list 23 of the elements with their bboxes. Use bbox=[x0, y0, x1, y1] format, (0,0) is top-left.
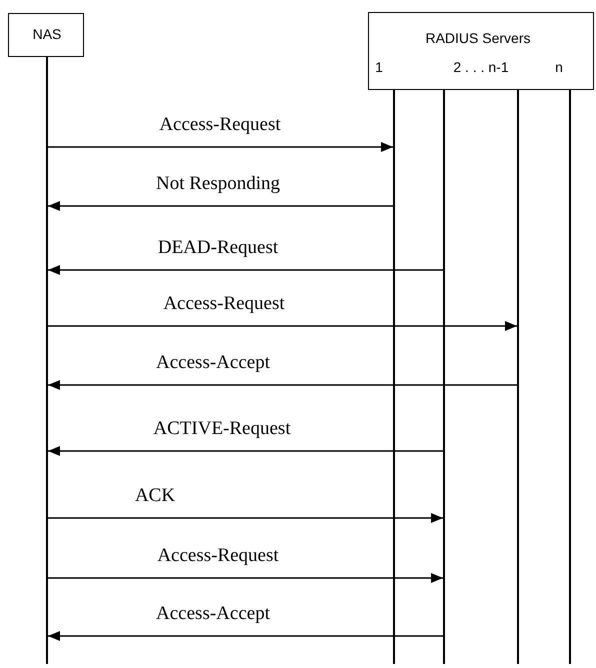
lifeline bbox=[46, 57, 48, 664]
message-arrow bbox=[48, 573, 443, 583]
message-arrow bbox=[48, 446, 443, 456]
message-arrow bbox=[48, 631, 443, 641]
message-arrow bbox=[48, 321, 517, 331]
server-index: 1 bbox=[375, 59, 383, 75]
message-arrow bbox=[48, 513, 443, 523]
participant-box bbox=[8, 13, 84, 57]
lifeline bbox=[569, 90, 571, 664]
message-arrow bbox=[48, 142, 393, 152]
participant-name: NAS bbox=[32, 26, 62, 42]
edge-label: ACTIVE-Request bbox=[151, 418, 293, 440]
edge-label: Not Responding bbox=[154, 173, 282, 195]
message-arrow bbox=[48, 201, 393, 211]
message-arrow bbox=[48, 265, 443, 275]
lifeline bbox=[443, 90, 445, 664]
participant-name: RADIUS Servers bbox=[425, 30, 531, 46]
lifeline bbox=[517, 90, 519, 664]
server-index: 2 . . . n-1 bbox=[453, 59, 509, 75]
participant-box bbox=[368, 12, 594, 90]
message-arrow bbox=[48, 380, 517, 390]
lifeline bbox=[393, 90, 395, 664]
server-index: n bbox=[555, 59, 563, 75]
